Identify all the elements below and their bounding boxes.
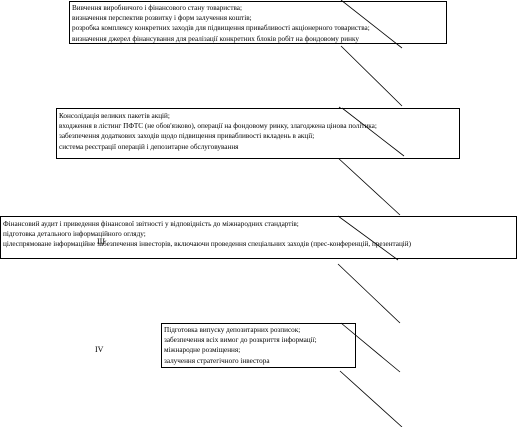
stage-2-line: входження в лістинг ПФТС (не обов'язково… [59,122,377,131]
connector-line [337,263,401,324]
stage-1-box: Вивчення виробничого і фінансового стану… [69,1,447,44]
stage-1-line: визначення джерел фінансування для реалі… [72,34,359,43]
connector-line [339,370,403,427]
stage-1-line: визначення перспектив розвитку і форм за… [72,14,252,23]
stage-3-line: цілеспрямоване інформаційне забезпечення… [3,240,412,249]
stage-1-line: розробка комплексу конкретних заходів дл… [72,24,370,33]
stage-4-box: Підготовка випуску депозитарних розписок… [161,323,356,368]
stage-4-roman-numeral: IV [95,345,104,354]
stage-2-line: забезпечення додаткових заходів щодо під… [59,132,315,141]
stage-3-roman-numeral: III [97,237,105,246]
stage-4-line: Підготовка випуску депозитарних розписок… [164,326,301,334]
stage-4-line: міжнародне розміщення; [164,346,241,355]
connector-line [336,156,401,216]
stage-3-line: Фінансовий аудит і приведення фінансової… [3,220,299,228]
stage-1-line: Вивчення виробничого і фінансового стану… [72,4,242,12]
stage-3-box: Фінансовий аудит і приведення фінансової… [0,216,517,259]
stage-4-line: залучення стратегічного інвестора [164,356,270,365]
stage-2-line: Консолідація великих пакетів акцій; [59,112,170,120]
stage-2-line: система реєстрації операцій і депозитарн… [59,142,239,151]
stage-4-line: забезпечення всіх вимог до розкриття інф… [164,336,317,345]
stage-2-box: Консолідація великих пакетів акцій; вход… [56,108,460,159]
connector-line [340,45,403,107]
stage-3-line: підготовка детального інформаційного огл… [3,230,146,239]
